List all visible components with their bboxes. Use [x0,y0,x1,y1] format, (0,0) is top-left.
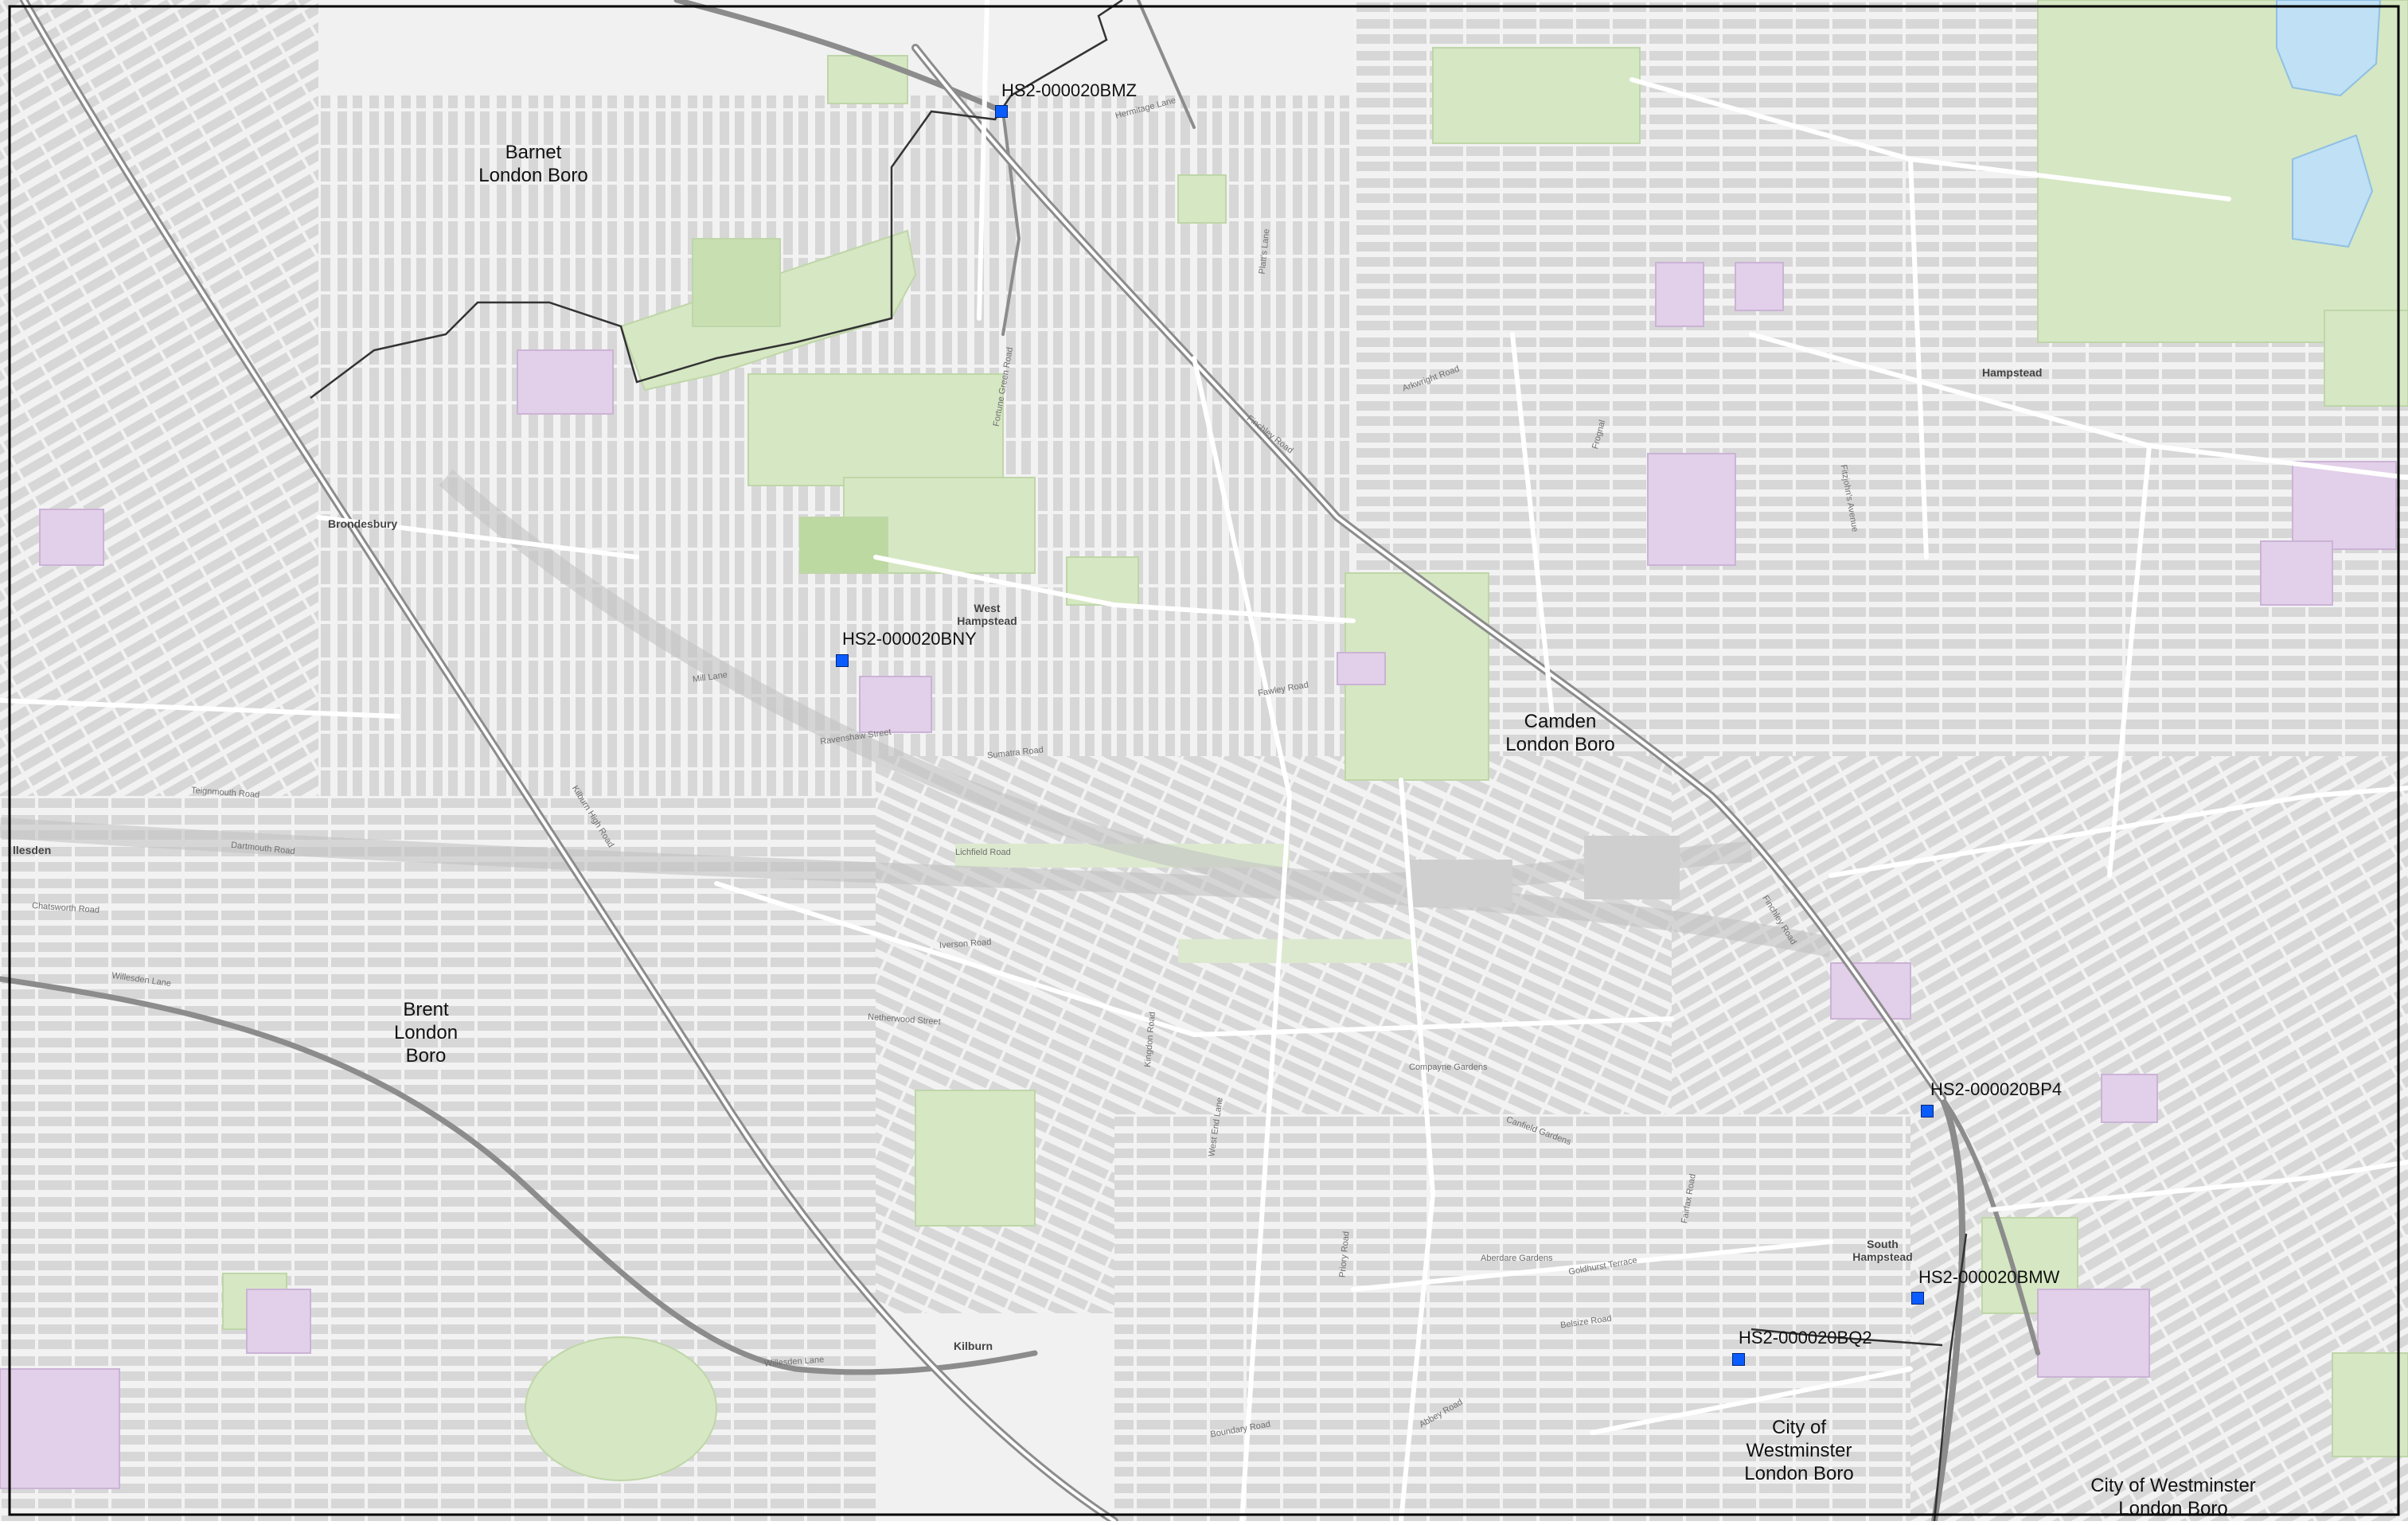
borough-label-line: Westminster [1746,1439,1852,1461]
site-label-bny: HS2-000020BNY [842,629,977,649]
street-label: Lichfield Road [955,848,1011,857]
site-marker-bny[interactable] [836,654,849,667]
site-marker-bmz[interactable] [995,105,1008,118]
borough-label-line: London Boro [478,164,588,186]
site-marker-bp4[interactable] [1921,1105,1934,1117]
site-label-bmw: HS2-000020BMW [1918,1267,2060,1287]
borough-label-line: Barnet [505,142,562,163]
place-label: llesden [13,844,52,856]
borough-label-line: City of Westminster [2090,1475,2256,1496]
borough-label-brent: Brent London Boro [362,999,490,1067]
site-marker-bq2[interactable] [1732,1353,1745,1366]
borough-label-barnet: Barnet London Boro [462,142,605,188]
place-label: West Hampstead [957,602,1017,627]
borough-label-line: Boro [405,1044,447,1067]
borough-label-westminster: City of Westminster London Boro [1727,1417,1871,1485]
place-label: Brondesbury [328,517,398,530]
site-label-bmz: HS2-000020BMZ [1001,80,1137,100]
site-label-bp4: HS2-000020BP4 [1930,1079,2063,1099]
borough-label-line: London Boro [1744,1462,1854,1484]
street-label: Aberdare Gardens [1481,1254,1553,1263]
borough-label-line: Brent [403,999,449,1020]
borough-label-line: Camden [1524,711,1597,732]
place-label: Kilburn [954,1340,993,1352]
street-label: Compayne Gardens [1409,1063,1488,1072]
borough-label-line: London [393,1021,459,1043]
site-label-bq2: HS2-000020BQ2 [1739,1328,1872,1348]
borough-label-line: London Boro [2118,1497,2228,1519]
place-label: South Hampstead [1852,1238,1913,1263]
borough-label-line: City of [1771,1417,1826,1438]
borough-label-westminster-2: City of Westminster London Boro [2070,1475,2277,1521]
site-marker-bmw[interactable] [1911,1292,1924,1305]
place-label: Hampstead [1982,366,2043,379]
borough-label-line: London Boro [1505,733,1615,755]
borough-label-camden: Camden London Boro [1489,711,1632,757]
